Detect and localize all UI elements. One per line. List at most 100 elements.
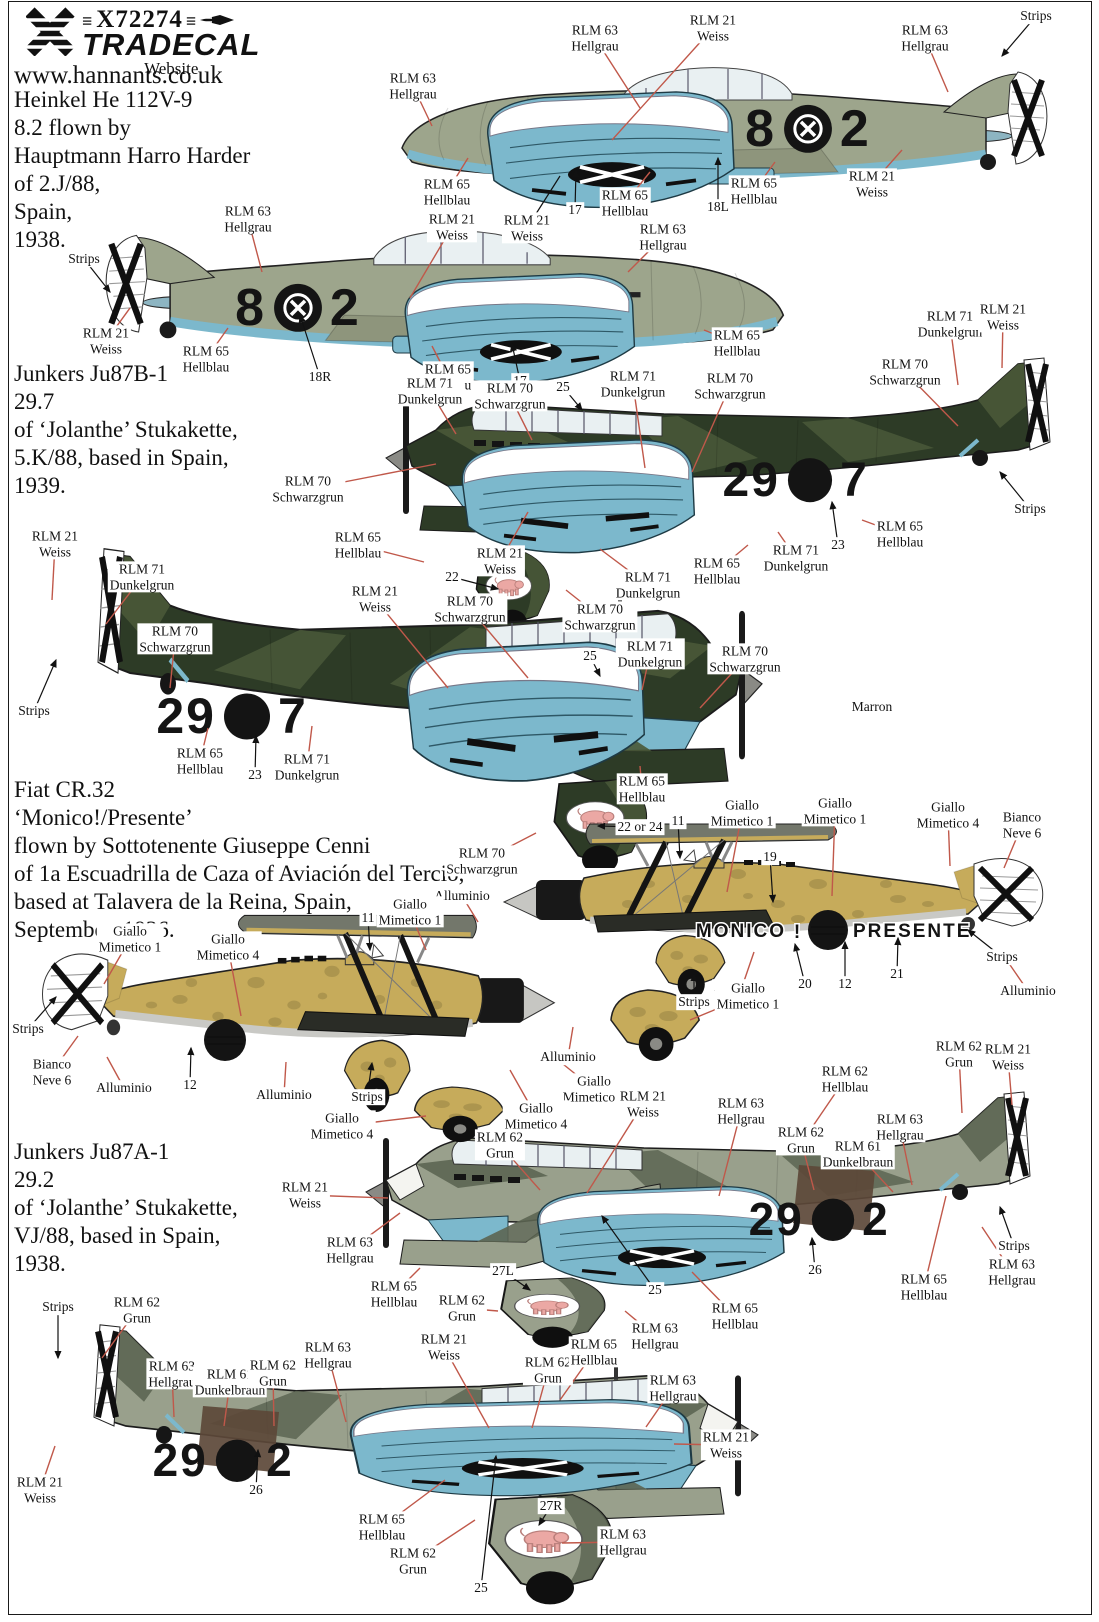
- color-callout: Strips: [676, 994, 712, 1010]
- rudder-cross-marking: [1005, 1097, 1029, 1177]
- color-callout: Alluminio: [538, 1049, 598, 1065]
- svg-text:2: 2: [330, 279, 361, 337]
- color-callout: 23: [829, 537, 847, 553]
- rudder-cross-marking: [1025, 363, 1049, 443]
- caption-line: flown by Sottotenente Giuseppe Cenni: [14, 833, 371, 859]
- caption-line: Fiat CR.32: [14, 777, 115, 802]
- caption-line: of 2.J/88,: [14, 171, 101, 197]
- color-callout: Strips: [996, 1238, 1032, 1254]
- wheel-spat: [655, 934, 726, 1000]
- caption-line: VJ/88, based in Spain,: [14, 1223, 221, 1249]
- rudder-cross-marking: [977, 865, 1035, 923]
- rudder-cross-marking: [50, 962, 105, 1026]
- color-callout: 26: [247, 1482, 265, 1498]
- color-callout: Strips: [40, 1299, 76, 1315]
- caption-line: Hauptmann Harro Harder: [14, 143, 251, 169]
- color-callout: 25: [554, 379, 572, 395]
- jet-silhouette-icon: [200, 15, 235, 25]
- wheel-spat: [500, 1277, 606, 1348]
- profile-cr32-port-side: MONICO!PRESENTE: [502, 823, 1044, 1000]
- jolanthe-pig-emblem: [494, 577, 524, 597]
- caption-line: 29.7: [14, 389, 55, 415]
- wheel-spat: [413, 1086, 505, 1143]
- caption-line: Junkers Ju87A-1: [14, 1139, 170, 1164]
- svg-text:2: 2: [840, 100, 871, 158]
- caption-line: ‘Monico!/Presente’: [14, 805, 193, 831]
- color-callout: 25: [581, 648, 599, 664]
- color-callout: 27L: [490, 1263, 516, 1279]
- color-callout: Strips: [16, 703, 52, 719]
- color-callout: 11: [359, 910, 377, 926]
- rudder-cross-marking: [1011, 78, 1045, 158]
- svg-text:2: 2: [862, 1193, 890, 1245]
- underside-detail-view: [537, 1186, 785, 1287]
- color-callout: 26: [806, 1262, 824, 1278]
- color-callout: Strips: [1018, 8, 1054, 24]
- xtradecal-x-icon: [26, 7, 80, 56]
- website-url: www.hannants.co.uk: [14, 62, 223, 89]
- svg-text:29: 29: [156, 688, 216, 744]
- svg-text:2: 2: [266, 1434, 294, 1486]
- jolanthe-pig-emblem: [519, 1527, 570, 1554]
- color-callout: Alluminio: [94, 1080, 154, 1096]
- fuselage-disc-marking: [204, 1019, 246, 1061]
- svg-text:MONICO: MONICO: [696, 921, 786, 942]
- caption-line: Heinkel He 112V-9: [14, 87, 193, 112]
- color-callout: 25: [646, 1282, 664, 1298]
- caption-line: of 1a Escuadrilla de Caza of Aviación de…: [14, 861, 465, 887]
- color-callout: 25: [472, 1580, 490, 1596]
- underside-detail-view: [461, 439, 696, 554]
- caption-line: 29.2: [14, 1167, 55, 1193]
- monico-presente-marking: MONICO!PRESENTE: [694, 920, 971, 945]
- underside-detail-view: [349, 1398, 693, 1497]
